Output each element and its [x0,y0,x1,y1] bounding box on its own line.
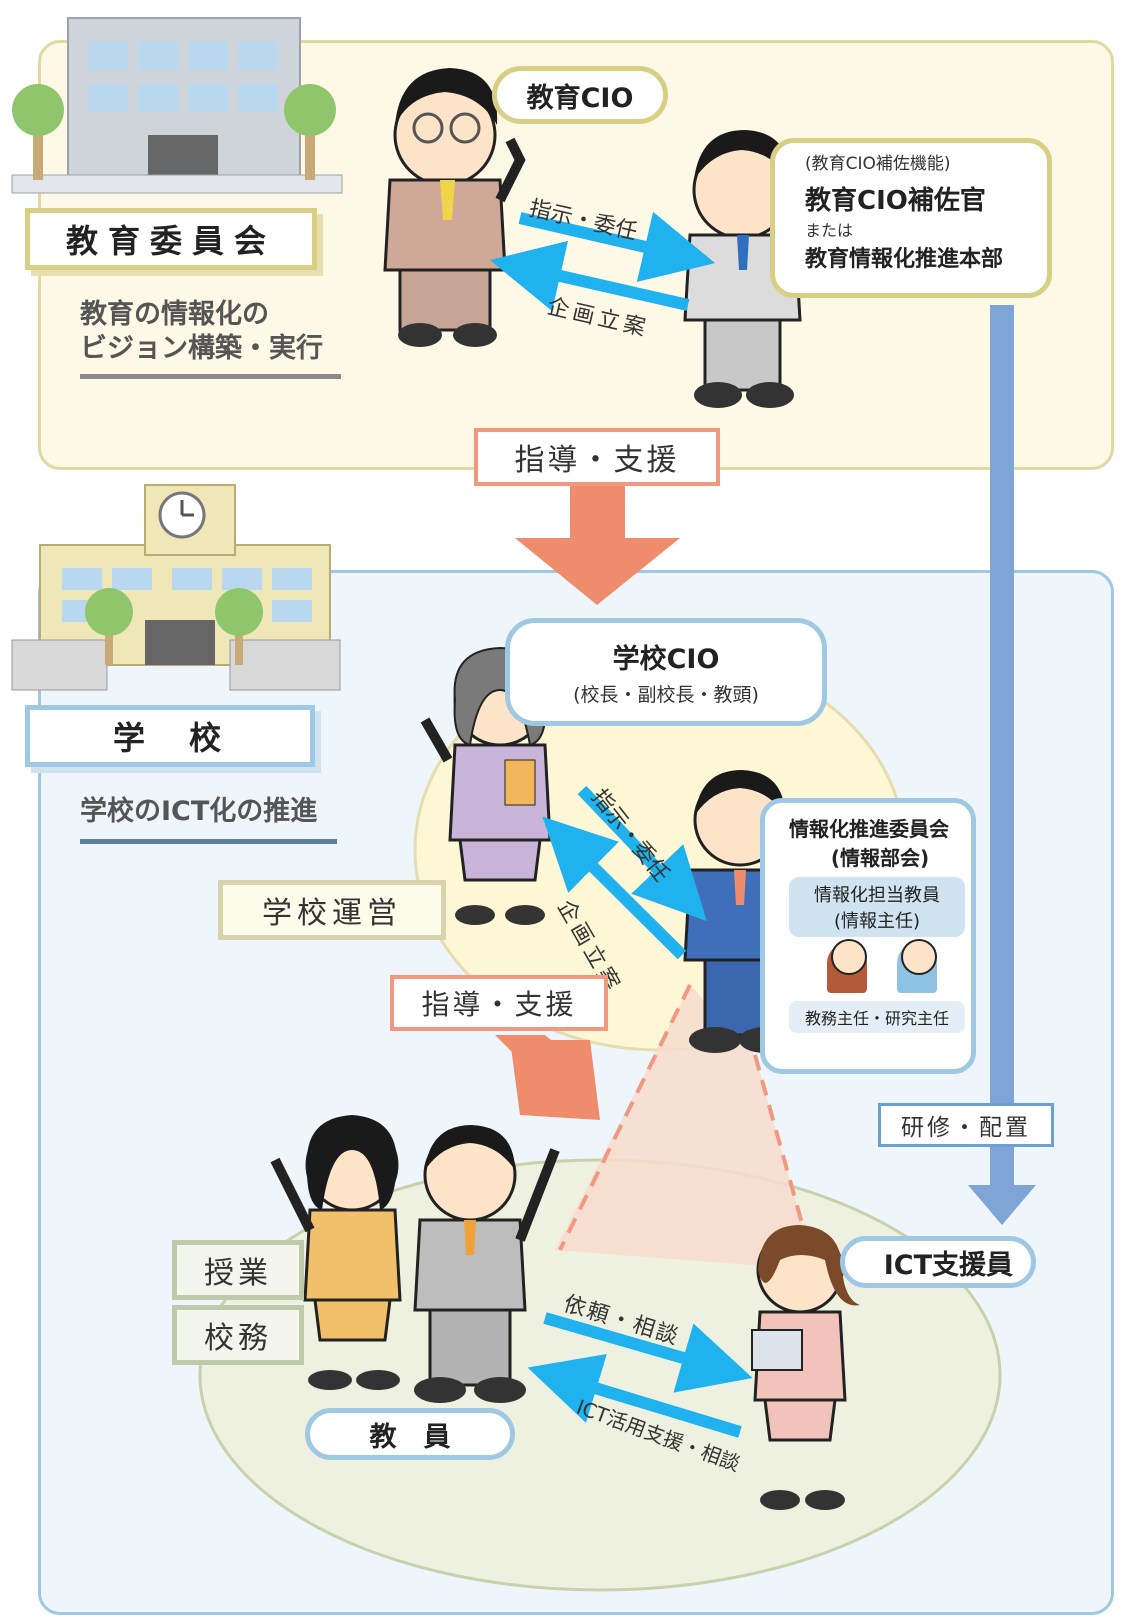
ict-supporter-figure [751,1225,860,1510]
board-mission-line2: ビジョン構築・実行 [80,332,323,364]
info-teacher-line1: 情報化担当教員 [814,885,940,906]
school-cio-sub: (校長・副校長・教頭) [573,684,759,706]
cio-assistant-title: 教育CIO補佐官 [805,186,986,216]
info-teacher-line2: (情報主任) [833,911,921,932]
cio-assistant-sub: (教育CIO補佐機能) [805,154,951,174]
school-operation-label: 学校運営 [218,880,446,940]
school-name: 学 校 [25,705,315,767]
board-mission-line1: 教育の情報化の [80,299,269,330]
committee-members-icons [789,937,971,997]
cio-assistant-box: (教育CIO補佐機能) 教育CIO補佐官 または 教育情報化推進本部 [770,138,1052,298]
ict-support-label: ICT支援員 [840,1236,1036,1288]
teachers-label: 教 員 [305,1408,515,1460]
board-mission: 教育の情報化の ビジョン構築・実行 [80,298,341,379]
education-cio-figure [383,68,526,347]
cio-assistant-alt: 教育情報化推進本部 [805,247,1004,272]
committee-title-2: (情報部会) [830,846,930,870]
committee-others: 教務主任・研究主任 [789,1001,965,1033]
info-teacher-box: 情報化担当教員 (情報主任) [789,877,965,937]
teachers-figure [270,1115,560,1403]
committee-title-1: 情報化推進委員会 [789,817,949,841]
guidance-label-school: 指導・支援 [390,975,608,1031]
support-cone [555,985,815,1270]
guidance-label-top: 指導・支援 [474,428,720,486]
guidance-arrow-top [515,485,680,605]
school-cio-title: 学校CIO [612,644,720,675]
school-cio-box: 学校CIO (校長・副校長・教頭) [505,618,827,726]
board-building-icon [11,17,343,194]
lessons-label: 授業 [172,1240,304,1300]
guidance-arrow-school [495,1035,600,1120]
school-affairs-label: 校務 [172,1305,304,1365]
school-mission: 学校のICT化の推進 [80,795,338,844]
school-building-icon [11,484,341,691]
education-cio-label: 教育CIO [492,66,668,124]
training-assign-arrow [968,305,1036,1225]
training-assign-label: 研修・配置 [878,1103,1054,1147]
board-name: 教育委員会 [25,208,317,270]
cio-assistant-or: または [805,221,854,240]
committee-box: 情報化推進委員会 (情報部会) 情報化担当教員 (情報主任) 教務主任・研究主任 [760,798,976,1074]
